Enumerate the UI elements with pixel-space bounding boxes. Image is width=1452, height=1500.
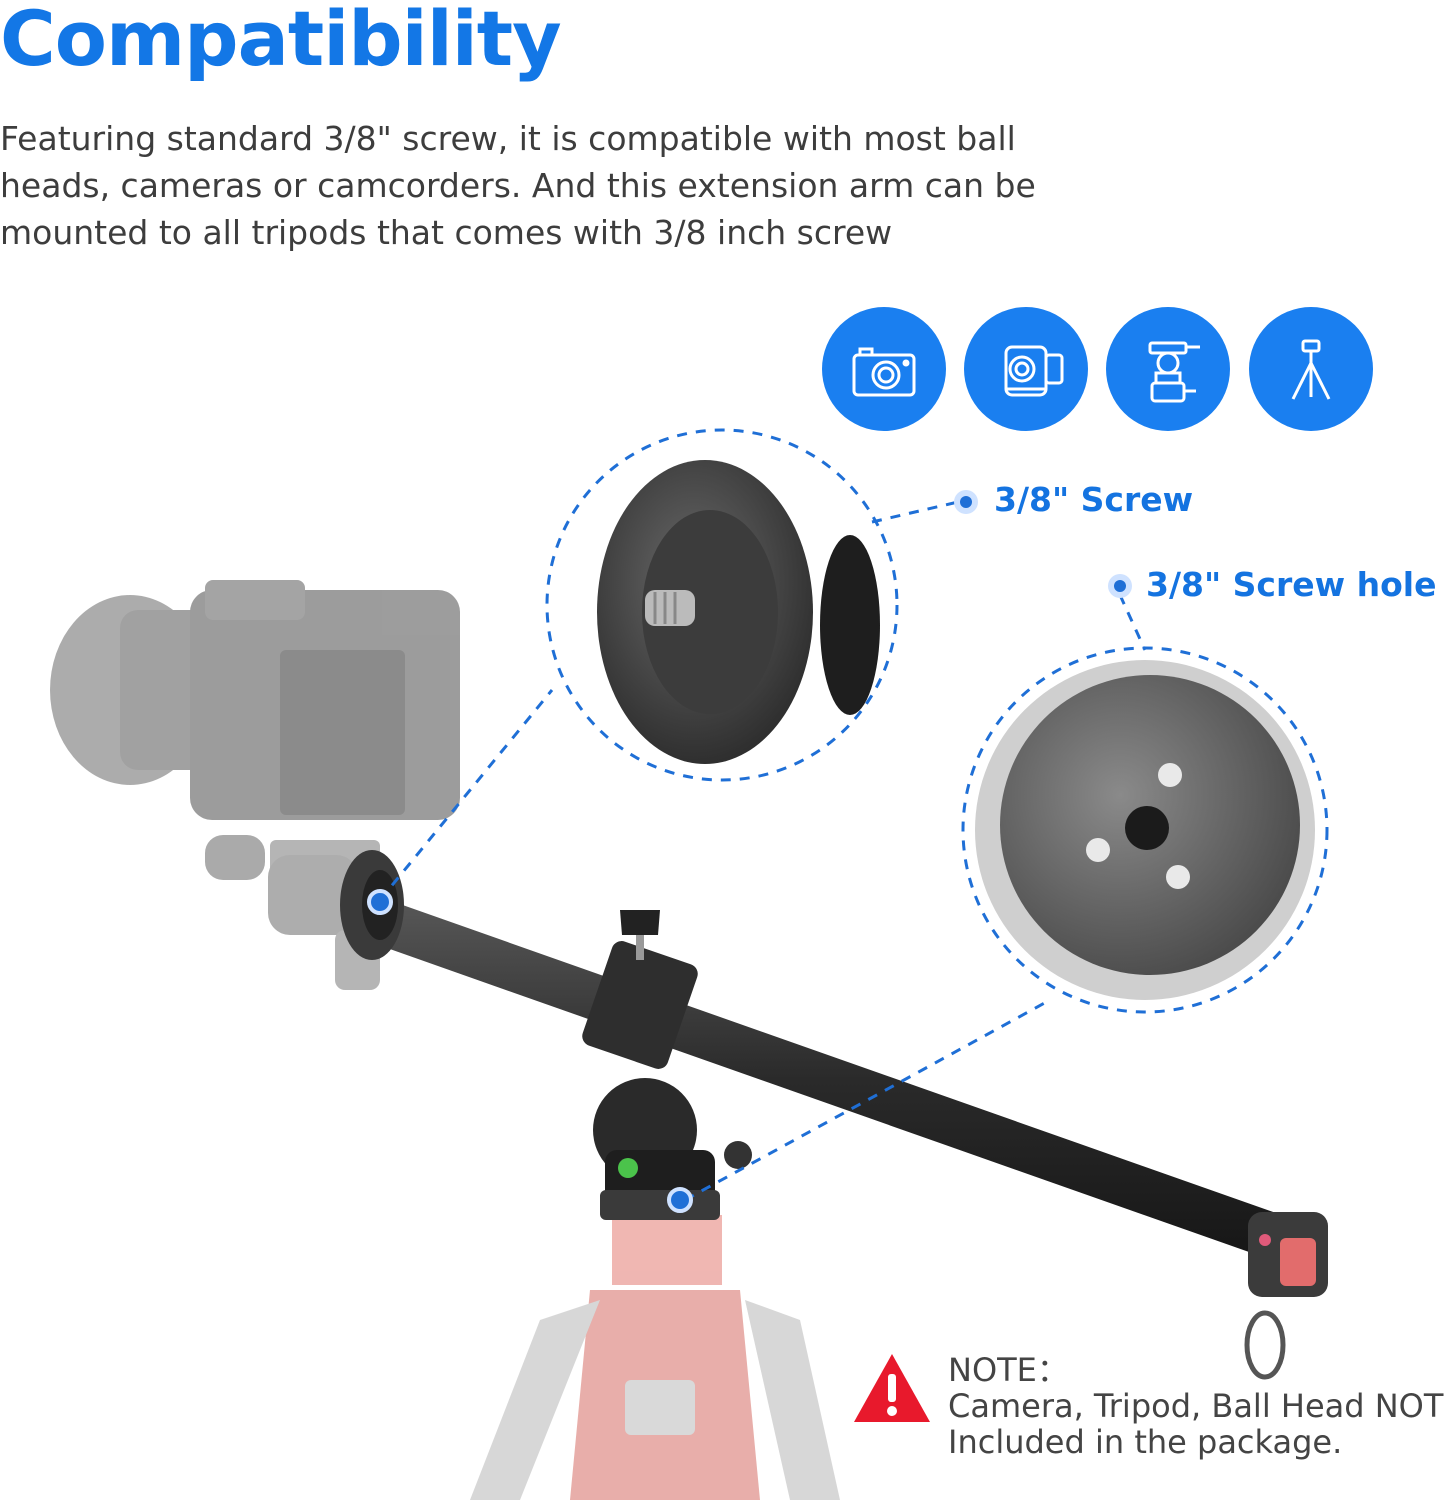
note-title: NOTE：	[948, 1351, 1069, 1389]
screw-hole-callout-label: 3/8" Screw hole	[1146, 565, 1437, 604]
camera-icon	[822, 307, 946, 431]
description-text: Featuring standard 3/8" screw, it is com…	[0, 119, 1036, 252]
camcorder-icon	[964, 307, 1088, 431]
screw-detail	[545, 428, 899, 782]
tripod-icon	[1249, 307, 1373, 431]
warning-icon	[854, 1354, 930, 1422]
screw-callout-label: 3/8" Screw	[994, 480, 1194, 519]
camera-image	[50, 580, 460, 990]
extension-arm	[340, 850, 1328, 1380]
note-line-1: Camera, Tripod, Ball Head NOT	[948, 1387, 1444, 1425]
page-title: Compatibility	[0, 0, 562, 83]
note-line-2: Included in the package.	[948, 1423, 1343, 1461]
ball-head-icon	[1106, 307, 1230, 431]
note-block: NOTE： Camera, Tripod, Ball Head NOT Incl…	[948, 1352, 1443, 1460]
leader-lines	[378, 500, 1147, 1202]
screw-hole-detail	[961, 646, 1329, 1014]
tripod-image	[470, 1215, 840, 1500]
marker-dots	[367, 490, 1132, 1213]
